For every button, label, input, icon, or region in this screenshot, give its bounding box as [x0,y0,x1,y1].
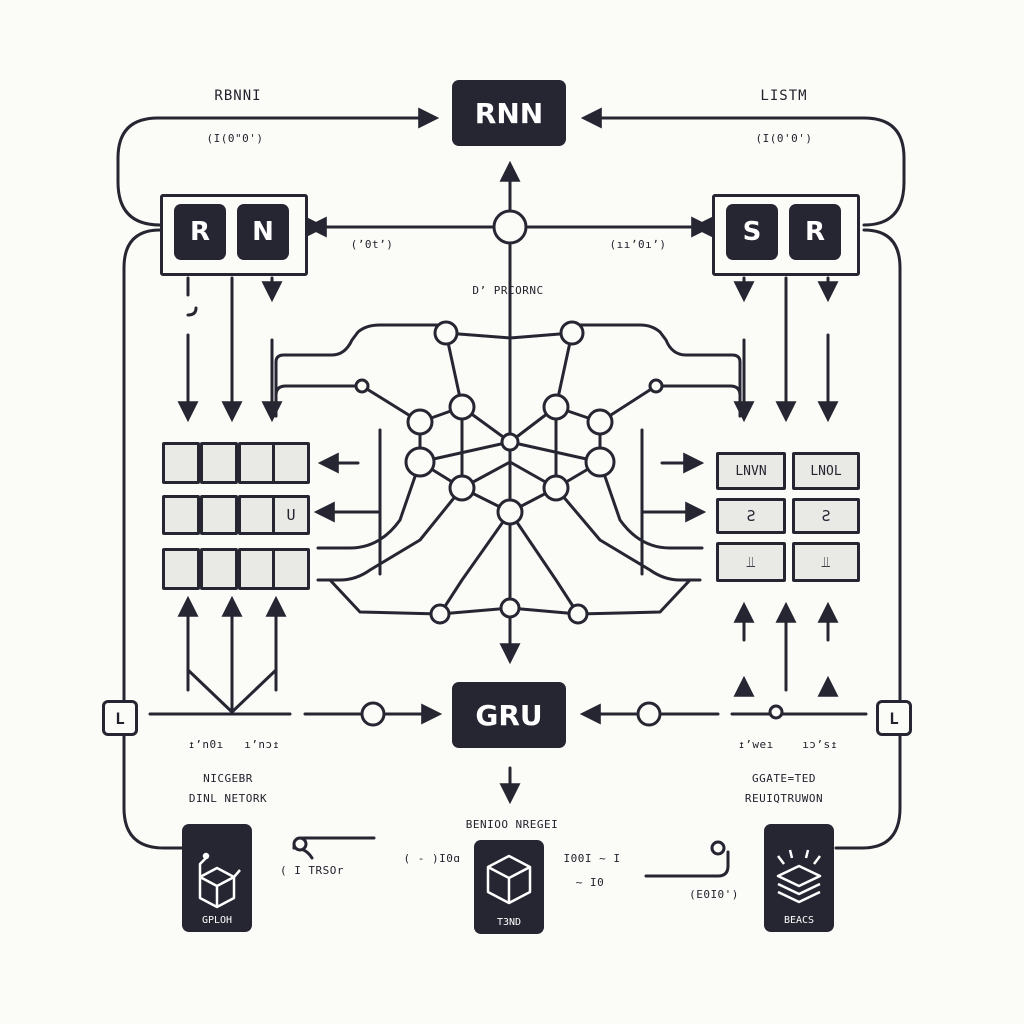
left-tile-label: GPLOH [201,915,233,926]
bottom-caption: BENIOO NREGEI [465,818,559,831]
left-grid-cell [162,548,200,590]
left-model-label: RBNNI [214,88,262,104]
mid-left-label: ( - )I0ɑ [403,852,461,865]
left-grid-cell [162,495,200,535]
left-caption-line2: DINL NETORK [188,792,268,805]
left-grid-cell [200,442,238,484]
left-bottom-tile[interactable]: GPLOH [182,824,252,932]
left-grid-cell [200,495,238,535]
right-io-label-b: ıɔ’s↥ [802,738,838,751]
right-grid-cell: ⫫ [716,542,786,582]
right-tile-label: BEACS [783,915,815,926]
right-caption-line2: REUIQTRUWON [744,792,824,805]
right-io-label-a: ↥’weı [738,738,774,751]
right-grid-cell: ⫫ [792,542,860,582]
right-model-sublabel: (I(0'0') [755,132,813,145]
left-io-label-b: ı’nɔ↥ [244,738,280,751]
left-grid-cell [238,548,276,590]
right-grid-cell: Ƨ [792,498,860,534]
rnn-box[interactable]: RNN [452,80,566,146]
mid-right-label-b: ~ I0 [575,876,605,889]
layers-icon [776,849,822,904]
gru-box[interactable]: GRU [452,682,566,748]
cube-icon [486,854,532,905]
right-wire-label: (E0I0') [689,888,739,901]
right-grid-cell-lnol: LNOL [792,452,860,490]
right-unit-cell-r[interactable]: R [789,204,841,260]
right-unit-cell-s[interactable]: S [726,204,778,260]
left-edge-label: (ʼ0tʼ) [350,238,394,251]
left-grid-cell [162,442,200,484]
left-unit-cell-r[interactable]: R [174,204,226,260]
left-unit-cell-n[interactable]: N [237,204,289,260]
left-grid-cell [272,442,310,484]
left-wire-label: ( I TRSOr [279,864,345,877]
left-grid-cell [238,442,276,484]
right-bottom-tile[interactable]: BEACS [764,824,834,932]
right-bracket-node[interactable]: L [876,700,912,736]
right-model-label: LISTM [760,88,808,104]
left-grid-cell [238,495,276,535]
left-grid-cell [200,548,238,590]
center-caption: D’ PRCORNC [472,284,544,297]
right-grid-cell-lnvn: LNVN [716,452,786,490]
left-bracket-node[interactable]: L [102,700,138,736]
right-grid-cell: Ƨ [716,498,786,534]
mid-bottom-tile[interactable]: T3ND [474,840,544,934]
left-io-label-a: ↥’n0ı [188,738,224,751]
left-grid-cell [272,548,310,590]
left-caption-line1: NICGEBR [203,772,253,785]
cube-icon [198,852,241,909]
mid-tile-label: T3ND [496,917,522,928]
right-edge-label: (ııʼ0ıʼ) [609,238,667,251]
mid-right-label-a: I00I ~ I [563,852,621,865]
left-grid-cell: U [272,495,310,535]
right-caption-line1: GGATE=TED [751,772,817,785]
left-model-sublabel: (I(0"0') [206,132,264,145]
